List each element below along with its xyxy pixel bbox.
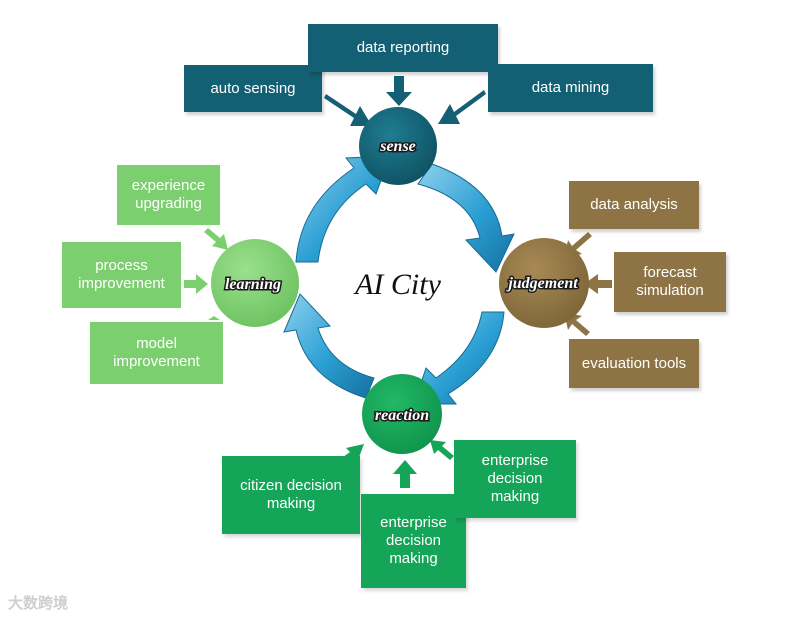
box-evaluation-tools: evaluation tools (569, 339, 699, 388)
box-enterprise-decision-making-right: enterprise decision making (454, 440, 576, 518)
node-sense: sense (359, 107, 437, 185)
box-process-improvement: process improvement (62, 242, 181, 308)
box-data-reporting: data reporting (308, 24, 498, 72)
ring-arrows (283, 155, 515, 405)
box-model-improvement: model improvement (90, 322, 223, 384)
arrow-data-reporting (386, 76, 412, 106)
arrow-enterprise-center (393, 460, 417, 488)
arrow-model-improvement (208, 316, 220, 320)
arrow-process-improvement (184, 274, 208, 294)
arrow-forecast-simulation (584, 274, 612, 294)
box-auto-sensing: auto sensing (184, 65, 322, 112)
node-judgement-label: judgement (505, 275, 578, 292)
box-experience-upgrading: experience upgrading (117, 165, 220, 225)
node-judgement: judgement (499, 238, 589, 328)
node-reaction-label: reaction (375, 407, 429, 424)
ring-arrow-sense-to-judgement (417, 163, 515, 273)
arrow-data-mining (438, 90, 486, 124)
node-learning: learning (211, 239, 299, 327)
ring-arrow-reaction-to-learning (283, 293, 375, 399)
node-reaction: reaction (362, 374, 442, 454)
box-data-mining: data mining (488, 64, 653, 112)
node-learning-label: learning (225, 276, 281, 293)
box-data-analysis: data analysis (569, 181, 699, 229)
watermark: 大数跨境 (8, 595, 69, 612)
box-forecast-simulation: forecast simulation (614, 252, 726, 312)
arrow-experience-upgrading (204, 228, 228, 250)
center-title: AI City (353, 268, 441, 301)
arrow-enterprise-right (430, 440, 454, 460)
node-sense-label: sense (379, 138, 416, 155)
arrow-auto-sensing (324, 94, 372, 126)
box-citizen-decision-making: citizen decision making (222, 456, 360, 534)
box-enterprise-decision-making-center: enterprise decision making (361, 494, 466, 588)
